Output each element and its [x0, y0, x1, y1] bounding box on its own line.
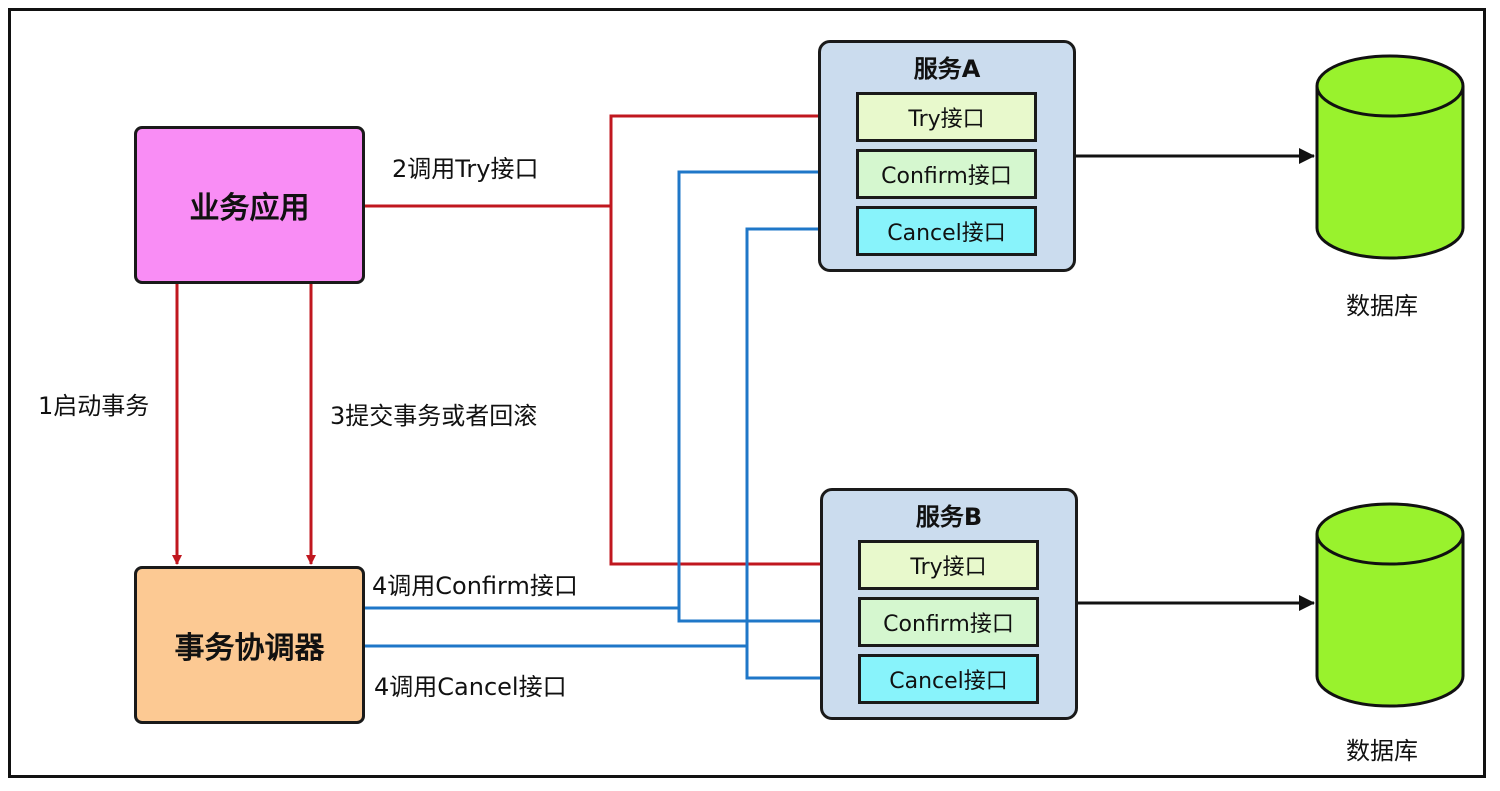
- database-b-icon: [1315, 502, 1465, 708]
- service-b-try-interface: Try接口: [858, 540, 1039, 590]
- edge-call-try-b: [609, 206, 859, 569]
- service-a-try-interface: Try接口: [856, 92, 1037, 142]
- service-a-node: 服务A Try接口 Confirm接口 Cancel接口: [818, 40, 1076, 272]
- database-a-label: 数据库: [1346, 292, 1418, 320]
- business-app-node: 业务应用: [134, 126, 365, 284]
- edge-label-call-cancel: 4调用Cancel接口: [374, 673, 567, 701]
- business-app-label: 业务应用: [189, 191, 310, 226]
- edge-label-call-confirm: 4调用Confirm接口: [372, 572, 578, 600]
- edge-label-commit-or-rollback: 3提交事务或者回滚: [330, 402, 538, 430]
- transaction-coordinator-node: 事务协调器: [134, 566, 365, 724]
- edge-label-start-transaction: 1启动事务: [38, 392, 150, 420]
- service-a-confirm-interface: Confirm接口: [856, 149, 1037, 199]
- service-a-cancel-interface: Cancel接口: [856, 206, 1037, 256]
- edge-label-call-try: 2调用Try接口: [392, 155, 539, 183]
- edge-call-try-a: [609, 111, 857, 206]
- service-a-title: 服务A: [913, 55, 981, 83]
- service-b-confirm-interface: Confirm接口: [858, 597, 1039, 647]
- transaction-coordinator-label: 事务协调器: [174, 631, 325, 666]
- database-b-label: 数据库: [1346, 737, 1418, 765]
- service-b-node: 服务B Try接口 Confirm接口 Cancel接口: [820, 488, 1078, 720]
- edge-call-confirm-a: [677, 167, 857, 608]
- database-a-icon: [1315, 54, 1465, 260]
- service-b-title: 服务B: [915, 503, 983, 531]
- service-b-cancel-interface: Cancel接口: [858, 654, 1039, 704]
- edge-call-confirm-b: [677, 608, 859, 626]
